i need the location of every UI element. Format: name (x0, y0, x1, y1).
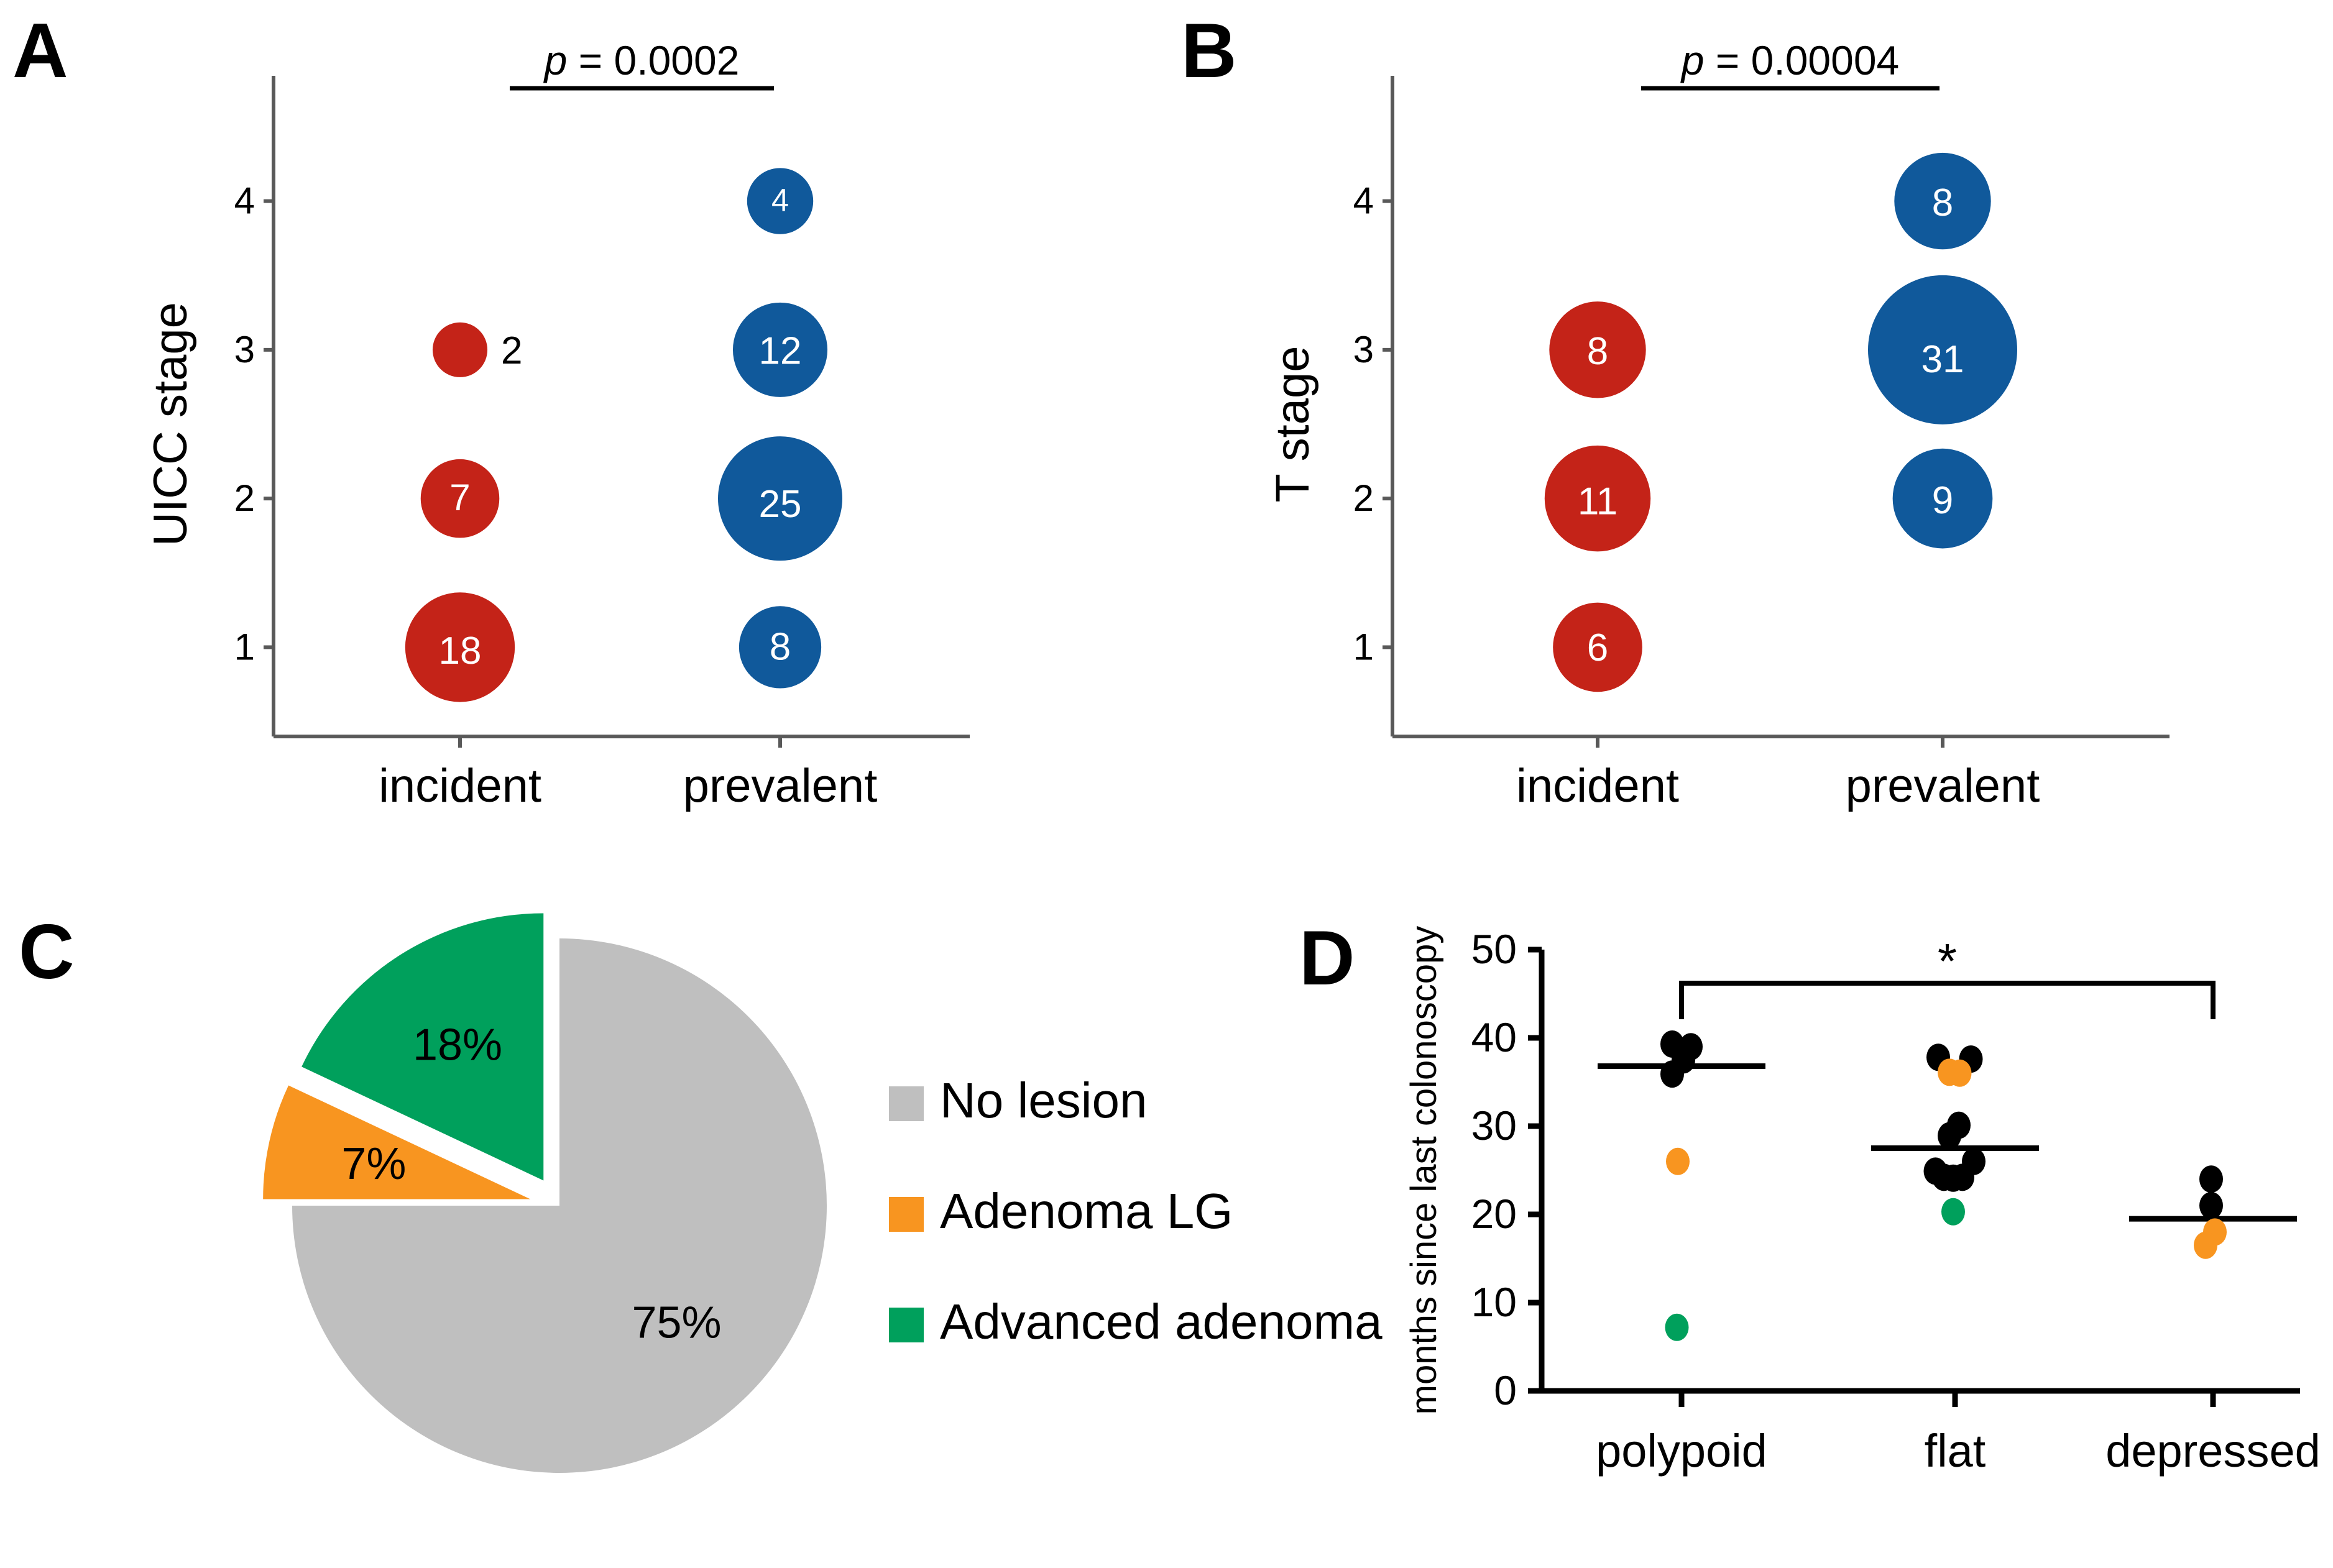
panel-d-letter: D (1299, 915, 1355, 1001)
significance-label: p = 0.0002 (543, 37, 740, 83)
pie-slice-label: 7% (341, 1139, 406, 1189)
significance-label: * (1938, 933, 1957, 989)
x-axis-tick-label: flat (1925, 1425, 1986, 1477)
bubble (1868, 275, 2017, 424)
y-axis-label: T stage (1266, 346, 1319, 502)
bubble (420, 459, 500, 538)
bubble-label: 11 (1578, 480, 1617, 523)
legend-label: Adenoma LG (940, 1183, 1233, 1239)
y-axis-tick-label: 2 (234, 477, 255, 519)
legend-swatch (889, 1086, 924, 1121)
bubble (718, 436, 842, 561)
panel-b: p = 0.00004 1 2 3 4 T stage incident prevalent 8… (1162, 0, 2333, 827)
bubble-label: 18 (439, 630, 482, 672)
y-axis-tick-label: 40 (1471, 1014, 1517, 1060)
bubble-label: 8 (1587, 330, 1608, 373)
data-point (2199, 1191, 2223, 1219)
data-point (1951, 1163, 1974, 1191)
x-axis-tick-label: incident (1516, 759, 1679, 812)
data-point (1938, 1122, 1961, 1150)
y-axis-tick-label: 2 (1353, 477, 1374, 519)
bubble-label: 2 (501, 329, 522, 372)
bubble-label: 8 (1932, 181, 1953, 224)
panel-d: 0 10 20 30 40 50 months since last colonoscopy… (1281, 870, 2333, 1568)
bubble (1894, 152, 1991, 250)
bubble (1892, 448, 1993, 549)
y-axis-tick-label: 3 (1353, 329, 1374, 370)
data-point (1660, 1060, 1684, 1088)
bubble-label: 31 (1921, 338, 1964, 381)
y-axis-label: UICC stage (144, 302, 197, 546)
significance-label: p = 0.00004 (1680, 37, 1900, 83)
data-point (2199, 1165, 2223, 1193)
y-axis-tick-label: 4 (1353, 180, 1374, 222)
legend-label: No lesion (940, 1073, 1148, 1128)
pie-slice-label: 18% (413, 1020, 502, 1070)
data-point (1665, 1313, 1689, 1341)
y-axis-tick-label: 20 (1471, 1191, 1517, 1237)
bubble-label: 7 (449, 477, 470, 518)
y-axis-tick-label: 3 (234, 329, 255, 370)
bubble (732, 302, 828, 397)
panel-d-chart: 0 10 20 30 40 50 months since last colonoscopy… (1404, 926, 2321, 1477)
y-axis-tick-label: 4 (234, 180, 255, 222)
y-axis-label: months since last colonoscopy (1404, 926, 1444, 1415)
data-point (1948, 1059, 1972, 1087)
pie-slice (301, 913, 544, 1181)
bubble-label: 25 (759, 483, 802, 526)
panel-c-letter: C (19, 909, 75, 995)
pie-slice (263, 1085, 531, 1199)
legend-swatch (889, 1308, 924, 1342)
x-axis-tick-label: depressed (2105, 1425, 2321, 1477)
data-point (1666, 1147, 1690, 1175)
x-axis-tick-label: incident (379, 759, 541, 812)
pie-slice-label: 75% (632, 1298, 721, 1348)
bubble (747, 168, 814, 234)
bubble-label: 4 (771, 183, 789, 218)
panel-b-chart: p = 0.00004 1 2 3 4 T stage incident prevalent 8… (1266, 37, 2170, 812)
panel-b-letter: B (1181, 8, 1237, 94)
bubble (1544, 445, 1651, 552)
data-point (1941, 1198, 1965, 1226)
pie-slice (292, 938, 827, 1473)
bubble (405, 592, 515, 702)
bubble-label: 6 (1587, 626, 1608, 669)
bubble-label: 12 (759, 330, 802, 373)
y-axis-tick-label: 50 (1471, 926, 1517, 972)
y-axis-tick-label: 1 (1353, 626, 1374, 667)
panel-a-letter: A (12, 8, 68, 94)
data-point (2194, 1231, 2217, 1259)
bubble (1549, 301, 1646, 398)
legend-label: Advanced adenoma (940, 1294, 1383, 1349)
bubble (1553, 602, 1642, 692)
x-axis-tick-label: prevalent (1846, 759, 2040, 812)
y-axis-tick-label: 10 (1471, 1279, 1517, 1325)
x-axis-tick-label: polypoid (1596, 1425, 1767, 1477)
y-axis-tick-label: 0 (1494, 1367, 1517, 1413)
legend-swatch (889, 1197, 924, 1232)
bubble (432, 322, 488, 377)
bubble-label: 9 (1932, 479, 1953, 522)
bubble (739, 606, 822, 689)
bubble-label: 8 (770, 625, 791, 668)
y-axis-tick-label: 1 (234, 626, 255, 667)
y-axis-tick-label: 30 (1471, 1103, 1517, 1148)
significance-bracket (1679, 981, 2216, 1019)
x-axis-tick-label: prevalent (683, 759, 878, 812)
